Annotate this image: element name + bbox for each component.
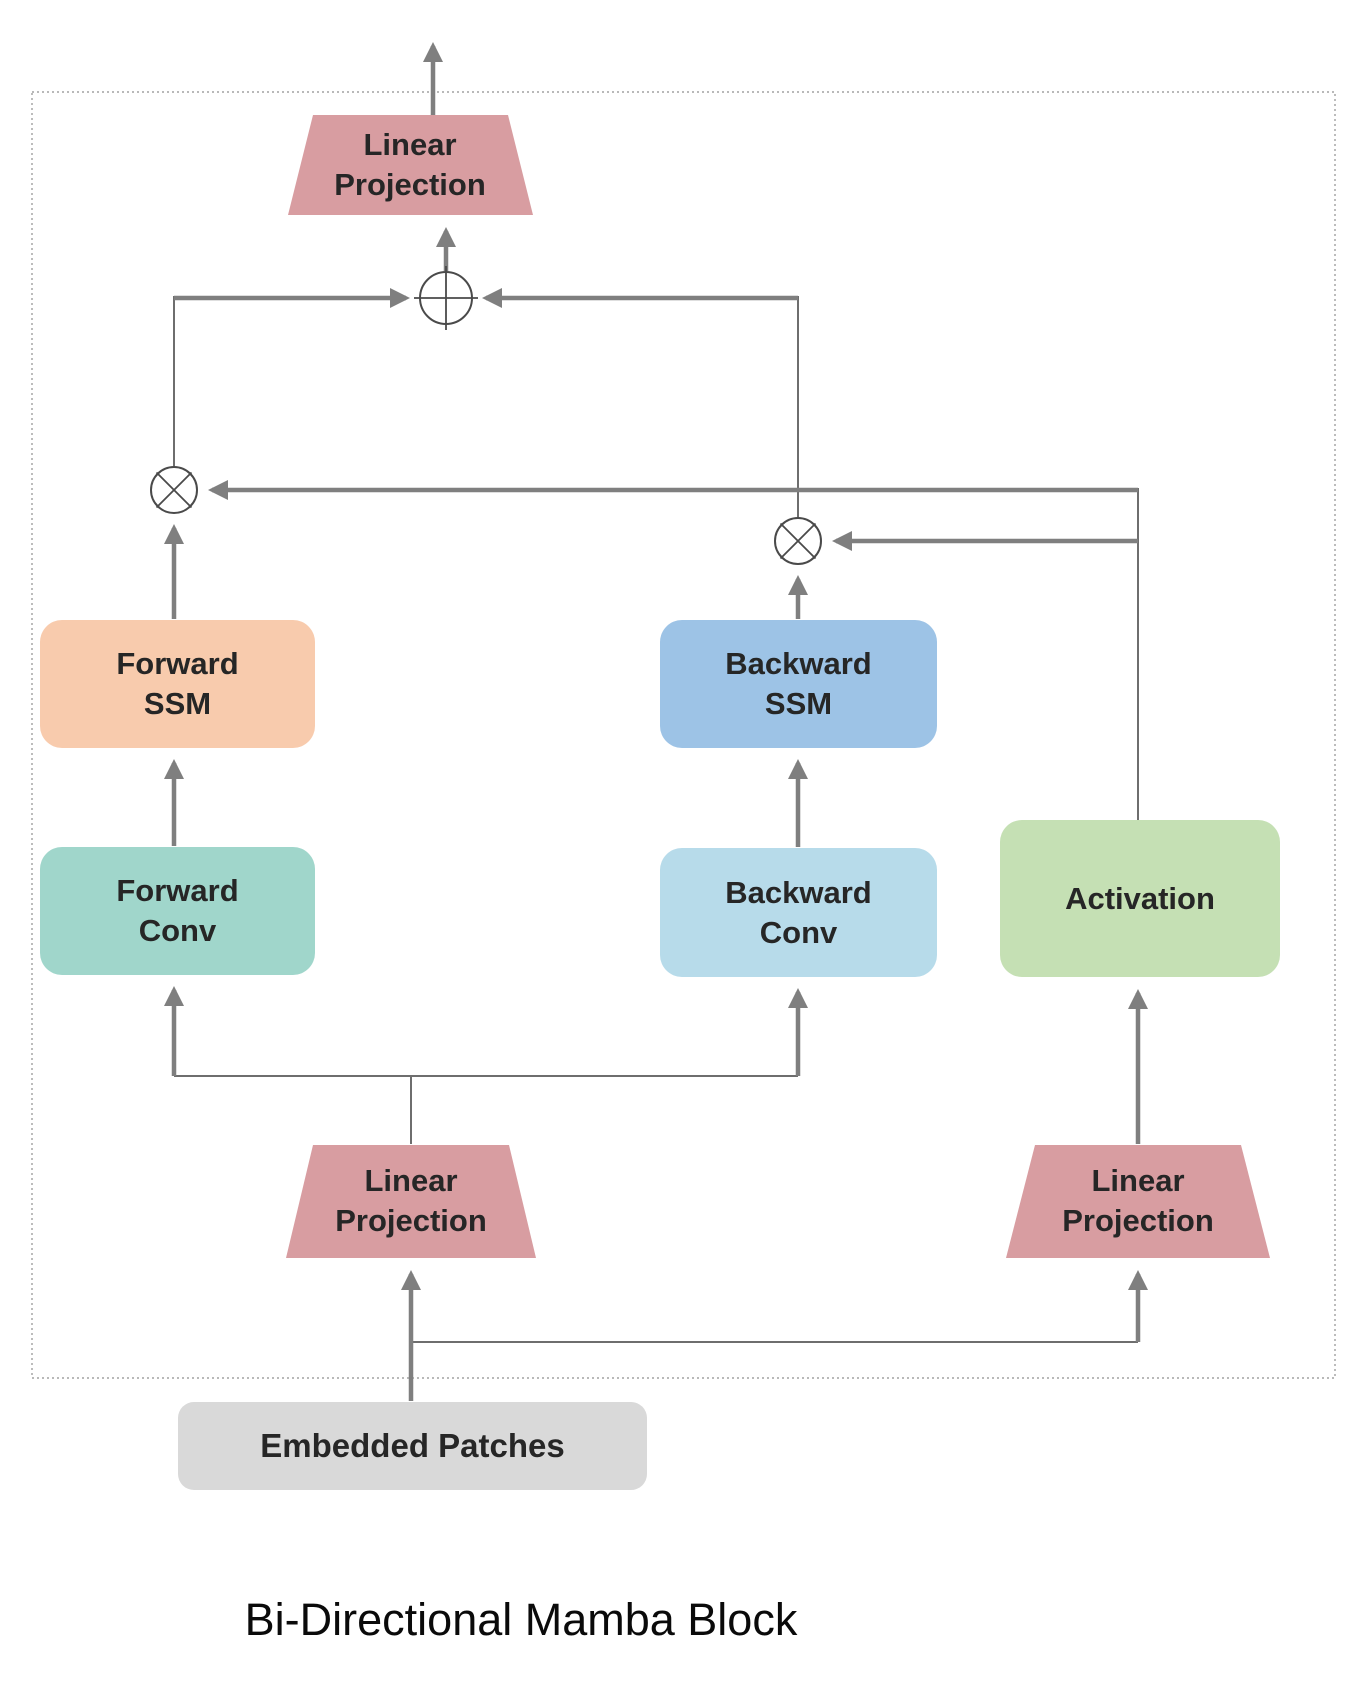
linear-projection-top-label: Linear Projection [334, 127, 486, 202]
forward-conv-label: Forward Conv [116, 873, 239, 948]
figure-caption: Bi-Directional Mamba Block [244, 1594, 798, 1645]
backward-conv-label: Backward Conv [725, 874, 872, 950]
forward-ssm-box: Forward SSM [40, 620, 315, 748]
activation-box: Activation [1000, 820, 1280, 977]
linear-projection-bottom-right-label: Linear Projection [1062, 1163, 1214, 1238]
forward-ssm-label: Forward SSM [116, 646, 239, 721]
linear-projection-bottom-left-label: Linear Projection [335, 1163, 487, 1238]
backward-ssm-box: Backward SSM [660, 620, 937, 748]
embedded-patches-label: Embedded Patches [260, 1427, 565, 1464]
linear-projection-bottom-right: Linear Projection [1018, 1147, 1258, 1255]
multiply-right-diag2 [779, 522, 817, 560]
multiply-left-diag2 [155, 471, 193, 509]
linear-projection-bottom-right-shape [1006, 1145, 1270, 1258]
linear-projection-bottom-left-shape [286, 1145, 536, 1258]
activation-label: Activation [1065, 880, 1215, 916]
embedded-patches-box: Embedded Patches [178, 1402, 647, 1490]
linear-projection-top-shape [288, 115, 533, 215]
linear-projection-top: Linear Projection [290, 117, 530, 213]
backward-conv-box: Backward Conv [660, 848, 937, 977]
mamba-block-dotted-border [31, 91, 1336, 1379]
linear-projection-bottom-left: Linear Projection [291, 1147, 531, 1255]
backward-ssm-label: Backward SSM [725, 646, 872, 721]
forward-conv-box: Forward Conv [40, 847, 315, 975]
